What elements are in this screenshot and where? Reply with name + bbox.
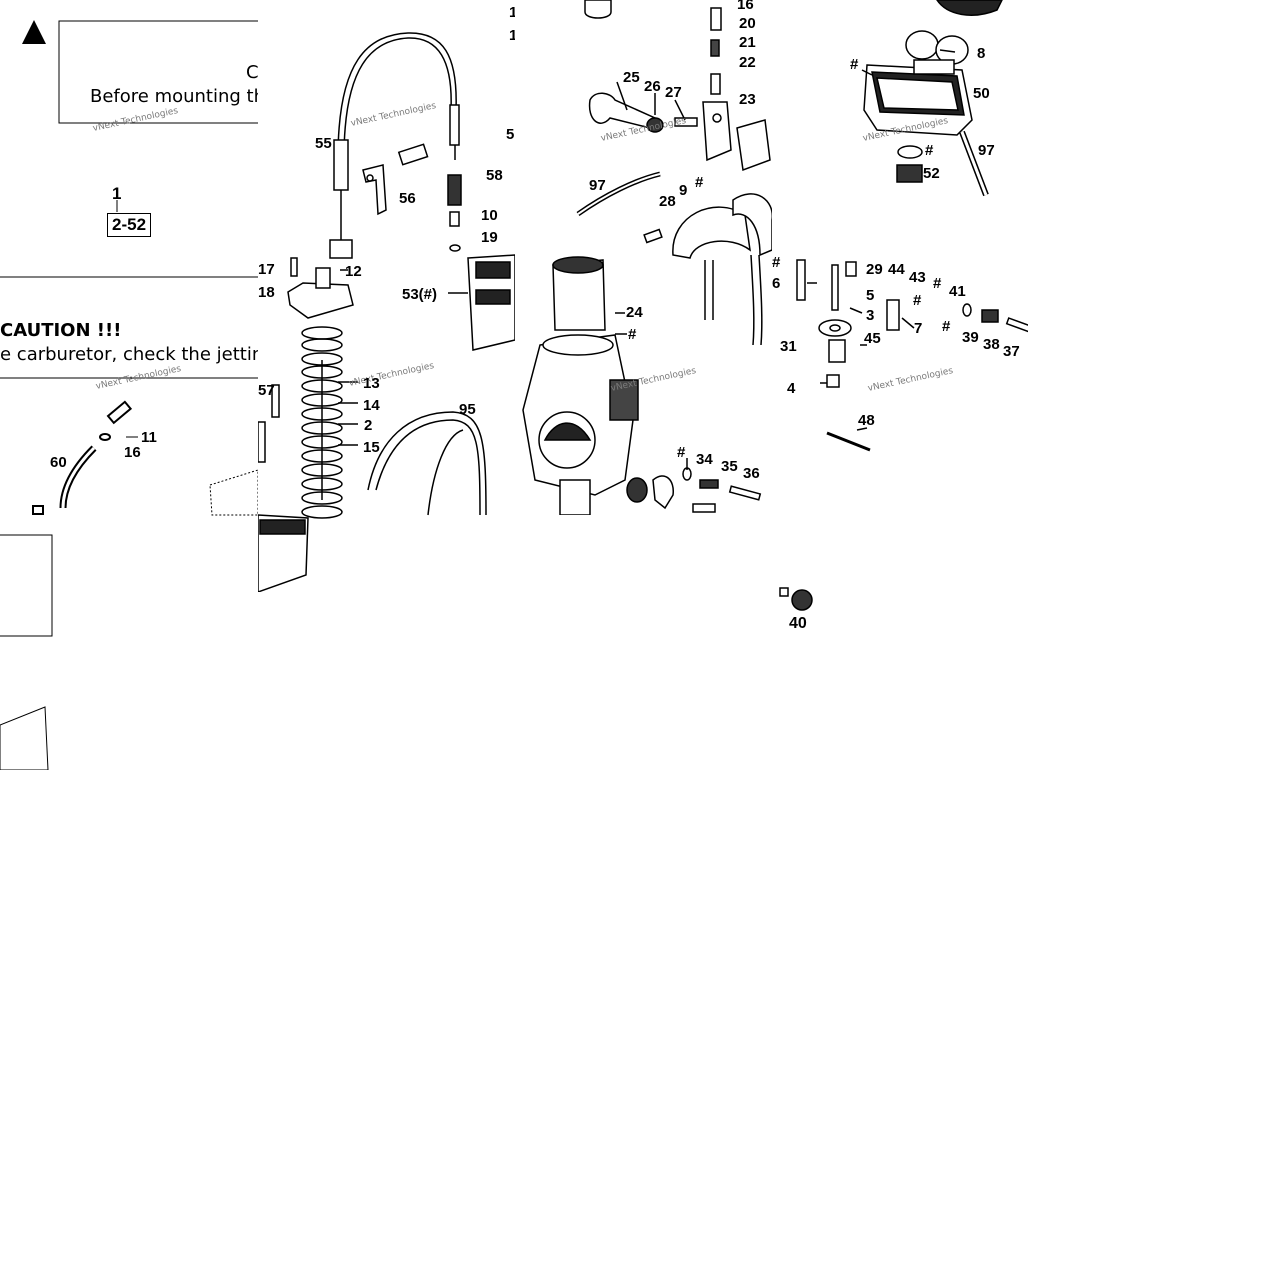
callout-53: 53(#) xyxy=(402,286,438,303)
callout-40: 40 xyxy=(789,615,807,632)
callout-97: 97 xyxy=(978,142,995,159)
callout-27: 27 xyxy=(665,84,682,101)
callout-hash: # xyxy=(925,142,934,159)
callout-1: 1 xyxy=(509,4,515,21)
callout-22: 22 xyxy=(739,54,756,71)
callout-4: 4 xyxy=(787,380,796,397)
callout-37: 37 xyxy=(1003,343,1020,360)
callout-56: 56 xyxy=(399,190,416,207)
callout-24: 24 xyxy=(626,304,643,321)
callout-10: 10 xyxy=(481,207,498,224)
callout-hash: # xyxy=(942,318,951,335)
callout-20: 20 xyxy=(739,15,756,32)
callout-13: 13 xyxy=(363,375,380,392)
callout-12: 12 xyxy=(345,263,362,280)
callout-hash: # xyxy=(677,444,686,461)
callout-16: 16 xyxy=(124,444,141,461)
callout-2: 2 xyxy=(364,417,373,434)
callout-17: 17 xyxy=(258,261,275,278)
callout-36: 36 xyxy=(743,465,760,482)
callout-14: 14 xyxy=(363,397,380,414)
callout-1b: 1 xyxy=(509,27,515,44)
callout-8: 8 xyxy=(977,45,986,62)
callout-7: 7 xyxy=(914,320,923,337)
fitting-part xyxy=(32,400,133,515)
callout-38: 38 xyxy=(983,336,1000,353)
callout-hash: # xyxy=(772,254,781,271)
callout-15: 15 xyxy=(363,439,380,456)
notice-title-fragment: C xyxy=(246,62,258,83)
callout-43: 43 xyxy=(909,269,926,286)
callout-23: 23 xyxy=(739,91,756,108)
callout-hash: # xyxy=(933,275,942,292)
callout-50: 50 xyxy=(973,85,990,102)
callout-29: 29 xyxy=(866,261,883,278)
notice-text-fragment: Before mounting th xyxy=(90,86,258,107)
callout-95: 95 xyxy=(459,401,476,418)
packet-illustration xyxy=(0,706,49,770)
callout-58: 58 xyxy=(486,167,503,184)
centre-tile: vNext Technologies vNext Technologies 16… xyxy=(515,0,772,515)
callout-31: 31 xyxy=(780,338,797,355)
callout-3: 3 xyxy=(866,307,875,324)
callout-5: 5 xyxy=(506,126,515,143)
callout-60: 60 xyxy=(50,454,67,471)
callout-97: 97 xyxy=(589,177,606,194)
callout-57: 57 xyxy=(258,382,275,399)
callout-52: 52 xyxy=(923,165,940,182)
middle-tile: vNext Technologies vNext Technologies 55… xyxy=(258,0,515,592)
callout-26: 26 xyxy=(644,78,661,95)
left-tile-art xyxy=(0,20,258,770)
callout-18: 18 xyxy=(258,284,275,301)
callout-55: 55 xyxy=(315,135,332,152)
caution-text: e carburetor, check the jetting. xyxy=(0,344,258,365)
left-tile: C Before mounting th CAUTION !!! e carbu… xyxy=(0,0,258,770)
callout-hash: # xyxy=(695,174,704,191)
callout-19: 19 xyxy=(481,229,498,246)
callout-hash: # xyxy=(913,292,922,309)
callout-11: 11 xyxy=(141,429,157,446)
callout-35: 35 xyxy=(721,458,738,475)
callout-41: 41 xyxy=(949,283,966,300)
callout-6: 6 xyxy=(772,275,781,292)
callout-hash: # xyxy=(850,56,859,73)
callout-34: 34 xyxy=(696,451,713,468)
callout-39: 39 xyxy=(962,329,979,346)
callout-28: 28 xyxy=(659,193,676,210)
callout-9: 9 xyxy=(679,182,688,199)
middle-tile-art xyxy=(258,32,515,592)
caution-title: CAUTION !!! xyxy=(0,320,122,341)
callout-hash: # xyxy=(628,326,637,343)
right-tile-art xyxy=(779,0,1028,611)
reference-item-label: 1 xyxy=(112,184,122,203)
callout-25: 25 xyxy=(623,69,640,86)
centre-tile-art xyxy=(522,0,772,515)
right-tile: vNext Technologies vNext Technologies # … xyxy=(772,0,1028,640)
callout-48: 48 xyxy=(858,412,875,429)
callout-16: 16 xyxy=(737,0,754,13)
callout-44: 44 xyxy=(888,261,905,278)
callout-21: 21 xyxy=(739,34,756,51)
callout-5: 5 xyxy=(866,287,875,304)
reference-range-box: 2-52 xyxy=(107,213,152,237)
callout-45: 45 xyxy=(864,330,881,347)
warning-triangle-icon xyxy=(22,20,46,44)
